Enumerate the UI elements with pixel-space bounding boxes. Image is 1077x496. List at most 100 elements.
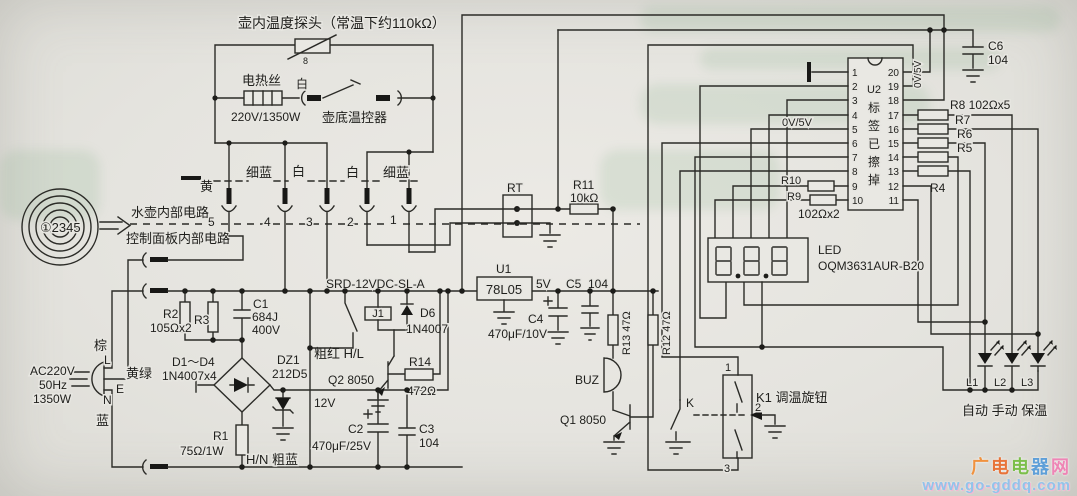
kettle-side-label: 水壶内部电路 [131, 205, 209, 220]
sensor-input: RT R11 10kΩ [366, 29, 614, 292]
u2-pin-number: 16 [888, 125, 900, 136]
u2-pin-number: 12 [888, 182, 900, 193]
wire-blue-label: 蓝 [96, 413, 109, 428]
u1-label: U1 [496, 262, 512, 276]
r9-label: R9 [787, 191, 801, 203]
resistor-r5 [917, 151, 949, 163]
k1-pin3: 3 [724, 463, 730, 475]
u2-note-char: 掉 [868, 173, 880, 187]
heater-label: 电热丝 [242, 73, 281, 88]
dz1-label: DZ1 [277, 353, 300, 367]
r13-label: R13 47Ω [621, 311, 633, 355]
indicator-leds: L1 L2 L3 自动 手动 保温 [961, 340, 1057, 420]
resistor-r1 [235, 424, 249, 456]
mains-power: 1350W [33, 392, 72, 406]
led-display-label: LED [818, 243, 842, 257]
u2-pin-number: 4 [852, 111, 858, 122]
r11-label: R11 [573, 178, 594, 192]
rt-connector [502, 194, 533, 238]
c5-label: C5 [566, 277, 582, 291]
u2-chip [847, 57, 904, 211]
top-buses: C6 104 0V/5V [461, 14, 1010, 471]
digit-8 [715, 246, 788, 276]
led-l2 [1004, 340, 1031, 391]
u2-pin-number: 10 [852, 196, 864, 207]
u2-pin-number: 7 [852, 153, 858, 164]
connector-digits: ①2345 [40, 220, 81, 235]
thermostat-contact-left [301, 90, 306, 106]
wire-thinblue-left-label: 细蓝 [246, 165, 272, 180]
bridge-value: 1N4007x4 [162, 369, 217, 383]
controls: K K1 调温旋钮 1 2 3 [665, 361, 829, 477]
wire-yellowgreen-label: 黄绿 [126, 366, 152, 381]
led-l3 [1030, 340, 1057, 372]
resistor-r2 [179, 301, 191, 333]
wire-yellow-label: 黄 [200, 179, 213, 194]
panel-connector: 黄 细蓝 白 白 细蓝 5 4 3 2 1 水壶内部电路 控制面板内部电路 [21, 163, 640, 292]
r10-label: R10 [781, 175, 801, 187]
l3-label: L3 [1021, 377, 1033, 389]
c6-label: C6 [988, 39, 1004, 53]
relay-driver: SRD-12VDC-SL-A J1 D6 1N4007 Q2 8050 R14 … [309, 276, 450, 413]
l2-label: L2 [994, 377, 1006, 389]
c4-value: 470μF/10V [488, 327, 547, 341]
led-display-model: OQM3631AUR-B20 [818, 259, 924, 273]
pin3-label: 3 [306, 215, 313, 229]
c2-label: C2 [348, 422, 364, 436]
wire-white-left-label: 白 [292, 164, 305, 179]
u1-chip-label: 78L05 [486, 282, 522, 297]
r4-label: R4 [930, 181, 946, 195]
rail-0v5v-vertical: 0V/5V [913, 60, 924, 88]
resistor-r9 [809, 194, 837, 206]
resistor-r12 [647, 314, 659, 346]
u2-pin-number: 19 [888, 82, 900, 93]
k1-pin1: 1 [725, 362, 731, 374]
r14-value: 472Ω [407, 384, 436, 398]
u2-pin-number: 9 [852, 182, 858, 193]
u2-pin-number: 14 [888, 153, 900, 164]
d6-value: 1N4007 [406, 322, 448, 336]
c1-voltage: 400V [252, 323, 280, 337]
wire-white-right-label: 白 [346, 165, 359, 180]
u2-note-char: 签 [868, 118, 880, 133]
r9r10-value: 102Ωx2 [798, 207, 840, 221]
u2-pin-number: 1 [852, 68, 858, 79]
led-modes-label: 自动 手动 保温 [962, 403, 1047, 418]
rt-label: RT [507, 181, 523, 195]
r1-value: 75Ω/1W [180, 444, 224, 458]
c1-label: C1 [253, 297, 269, 311]
wire-thinblue-right-label: 细蓝 [383, 165, 409, 180]
resistor-r8 [917, 109, 949, 121]
mcu: U2 标 签 已 擦 掉 1 2 3 4 5 6 7 8 9 10 20 19 … [661, 57, 1039, 401]
r8-label: R8 102Ωx5 [950, 98, 1011, 112]
c2-value: 470μF/25V [312, 439, 371, 453]
terminal-l: L [104, 353, 111, 367]
bridge-label: D1～D4 [172, 355, 215, 369]
q1-label: Q1 8050 [560, 413, 606, 427]
pin2-label: 2 [347, 215, 354, 229]
u2-pin-number: 20 [888, 68, 900, 79]
c4-label: C4 [528, 312, 544, 326]
r1-label: R1 [213, 429, 229, 443]
u2-note-char: 标 [868, 101, 880, 115]
plug-icon [91, 361, 105, 397]
r2-value: 105Ωx2 [150, 321, 192, 335]
u2-pin-number: 5 [852, 125, 858, 136]
u2-label: U2 [867, 84, 881, 96]
l1-label: L1 [966, 377, 978, 389]
resistor-r10 [807, 180, 835, 192]
u2-pin-number: 18 [888, 96, 900, 107]
heater-rating: 220V/1350W [231, 110, 301, 124]
rail-5v-label: 5V [536, 277, 551, 291]
junction-dots [182, 27, 1041, 470]
r7-label: R7 [955, 113, 971, 127]
regulator: 78L05 U1 5V C4 470μF/10V C5 104 [476, 261, 610, 345]
led-l1 [977, 340, 1004, 391]
c1-value: 684J [252, 310, 278, 324]
resistor-r4 [917, 165, 949, 177]
terminal-e: E [116, 382, 124, 396]
u2-note-char: 已 [868, 137, 880, 151]
c6-value: 104 [988, 53, 1008, 67]
u2-pin-number: 8 [852, 167, 858, 178]
